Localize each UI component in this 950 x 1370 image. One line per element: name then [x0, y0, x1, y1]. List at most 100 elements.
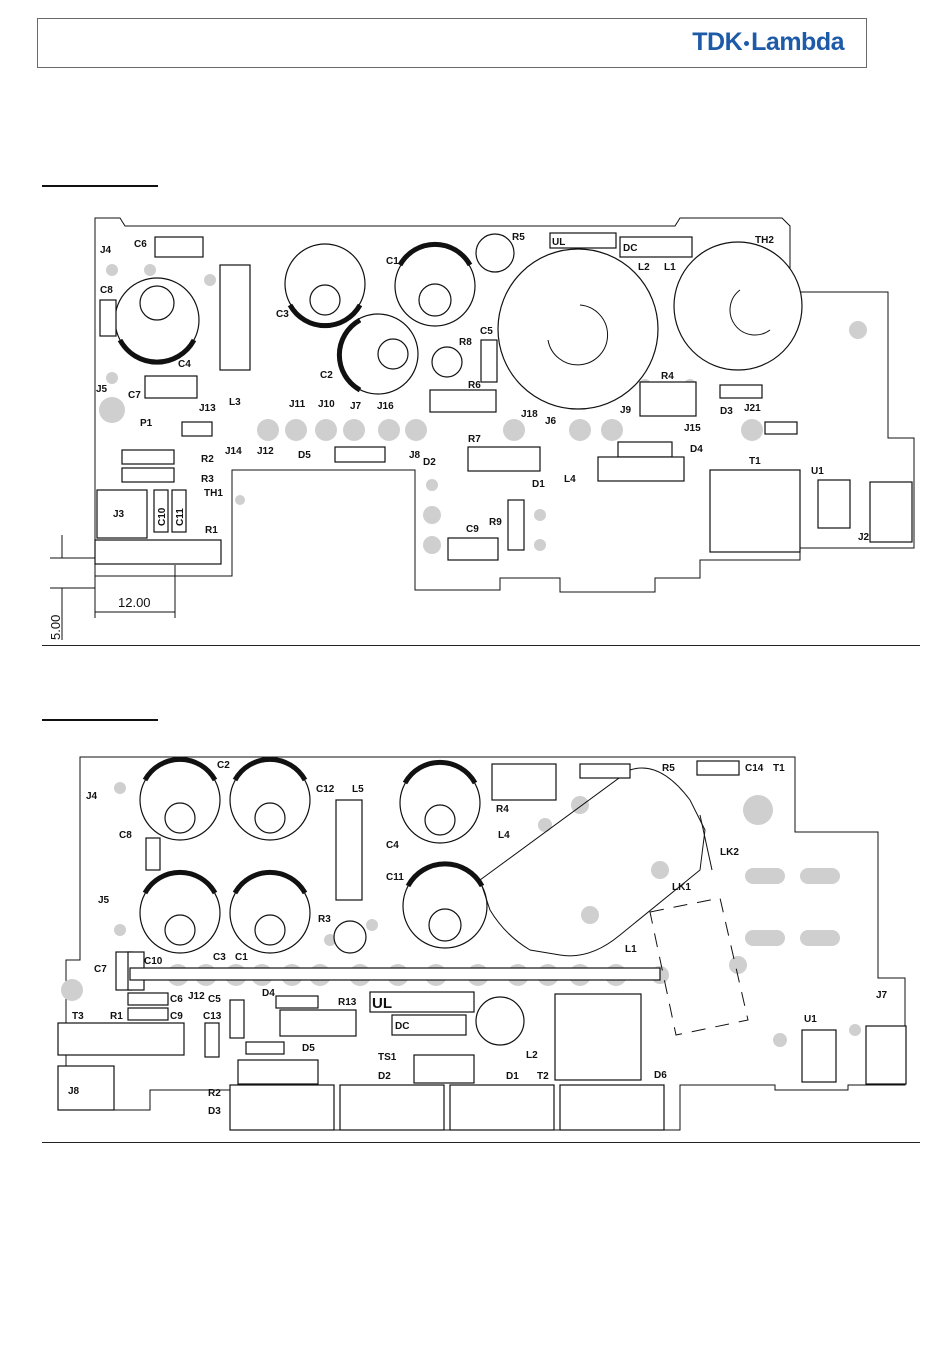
top-pads: [99, 264, 867, 554]
lbl-top-l2: L2: [638, 262, 650, 273]
lbl-top-l1: L1: [664, 262, 676, 273]
lbl-bot-c11: C11: [386, 872, 404, 883]
top-u1: [817, 479, 851, 529]
lbl-bot-r13: R13: [338, 997, 357, 1008]
bottom-terminal-2: [339, 1084, 445, 1131]
top-cap-c6: [154, 236, 204, 258]
lbl-top-j4: J4: [100, 245, 112, 256]
lbl-top-j15: J15: [684, 423, 701, 434]
lbl-top-u1: U1: [811, 466, 824, 477]
bottom-ts1: [413, 1054, 475, 1084]
lbl-bot-dc: DC: [395, 1021, 409, 1032]
lbl-top-d3: D3: [720, 406, 733, 417]
lbl-top-c6: C6: [134, 239, 147, 250]
lbl-bot-t2: T2: [537, 1071, 549, 1082]
lbl-bot-lk2: LK2: [720, 847, 739, 858]
logo-lambda: Lambda: [751, 28, 844, 56]
bottom-j8: [57, 1065, 115, 1111]
bottom-cap-c6: [127, 992, 169, 1006]
rule-top: [42, 645, 920, 646]
top-inductor-l4: [597, 456, 685, 482]
lbl-bot-r2: R2: [208, 1088, 221, 1099]
bottom-link-lk2: [699, 814, 713, 871]
lbl-bot-l2: L2: [526, 1050, 538, 1061]
lbl-bot-l5: L5: [352, 784, 364, 795]
lbl-bot-d1: D1: [506, 1071, 519, 1082]
top-thermistor-th2: [673, 241, 803, 371]
lbl-bot-d4: D4: [262, 988, 275, 999]
lbl-top-d1: D1: [532, 479, 545, 490]
lbl-top-j11: J11: [289, 399, 306, 410]
lbl-top-c8: C8: [100, 285, 113, 296]
bottom-resistor-r4: [491, 763, 557, 801]
lbl-top-j8: J8: [409, 450, 421, 461]
lbl-top-l4: L4: [564, 474, 576, 485]
lbl-top-r7: R7: [468, 434, 481, 445]
lbl-top-j16: J16: [377, 401, 394, 412]
lbl-top-j2: J2: [858, 532, 870, 543]
lbl-bot-r3: R3: [318, 914, 331, 925]
lbl-bot-r4: R4: [496, 804, 509, 815]
bottom-cap-c8: [145, 837, 161, 871]
lbl-bot-r5: R5: [662, 763, 675, 774]
lbl-bot-c8: C8: [119, 830, 132, 841]
rule-bottom: [42, 1142, 920, 1143]
lbl-top-j21: J21: [744, 403, 761, 414]
lbl-top-c10: C10: [157, 507, 168, 526]
top-pcb-diagram: 12.00 5.00 J4 C6 C8 C4 C7 J5 P1 J13 L3 J…: [48, 217, 915, 640]
lbl-top-r9: R9: [489, 517, 502, 528]
lbl-bot-c6: C6: [170, 994, 183, 1005]
lbl-bot-c14: C14: [745, 763, 764, 774]
top-capacitor-c2: [336, 313, 419, 395]
lbl-top-r8: R8: [459, 337, 472, 348]
top-dc-box: [619, 236, 693, 258]
lbl-bot-j5: J5: [98, 895, 110, 906]
lbl-top-c7: C7: [128, 390, 141, 401]
lbl-bot-j12: J12: [188, 991, 205, 1002]
lbl-bot-c3: C3: [213, 952, 226, 963]
lbl-top-th1: TH1: [204, 488, 223, 499]
bottom-j7: [865, 1025, 907, 1085]
lbl-top-r5: R5: [512, 232, 525, 243]
bottom-labels: C2 C12 L5 R5 C14 T1 J4 C8 C4 R4 L4 LK2 L…: [68, 760, 888, 1117]
lbl-bot-c5: C5: [208, 994, 221, 1005]
lbl-bot-ts1: TS1: [378, 1052, 397, 1063]
bottom-bar: [129, 967, 661, 981]
top-resistor-r4: [639, 381, 697, 417]
lbl-bot-lk1: LK1: [672, 882, 691, 893]
lbl-bot-d3: D3: [208, 1106, 221, 1117]
lbl-bot-t1: T1: [773, 763, 785, 774]
logo-dot: [744, 40, 750, 46]
bottom-t2-transformer: [554, 993, 642, 1081]
top-resistor-r2: [121, 449, 175, 465]
top-inductor-l1: [497, 248, 659, 410]
top-diode-d3: [719, 384, 763, 399]
lbl-top-j6: J6: [545, 416, 557, 427]
dim-horizontal: 12.00: [118, 595, 151, 610]
lbl-bot-c2: C2: [217, 760, 230, 771]
top-th2-arc: [729, 289, 771, 336]
bottom-capacitor-c11: [402, 861, 488, 949]
lbl-bot-c12: C12: [316, 784, 335, 795]
lbl-top-c3: C3: [276, 309, 289, 320]
bottom-capacitor-c1: [229, 869, 311, 954]
bottom-u1: [801, 1029, 837, 1083]
bottom-transformer-t3: [57, 1022, 185, 1056]
lbl-bot-j7: J7: [876, 990, 888, 1001]
lbl-top-d2: D2: [423, 457, 436, 468]
lbl-bot-d2: D2: [378, 1071, 391, 1082]
top-cap-c9: [447, 537, 499, 561]
top-j2: [869, 481, 913, 543]
lbl-top-r3: R3: [201, 474, 214, 485]
lbl-bot-j8: J8: [68, 1086, 80, 1097]
bottom-resistor-r13: [279, 1009, 357, 1037]
top-resistor-r7: [467, 446, 541, 472]
lbl-bot-c4: C4: [386, 840, 399, 851]
bottom-terminal-4: [559, 1084, 665, 1131]
lbl-top-c11: C11: [175, 508, 186, 526]
bottom-oval-pads: [745, 868, 840, 946]
top-capacitor-c1: [394, 241, 476, 327]
lbl-top-d4: D4: [690, 444, 703, 455]
